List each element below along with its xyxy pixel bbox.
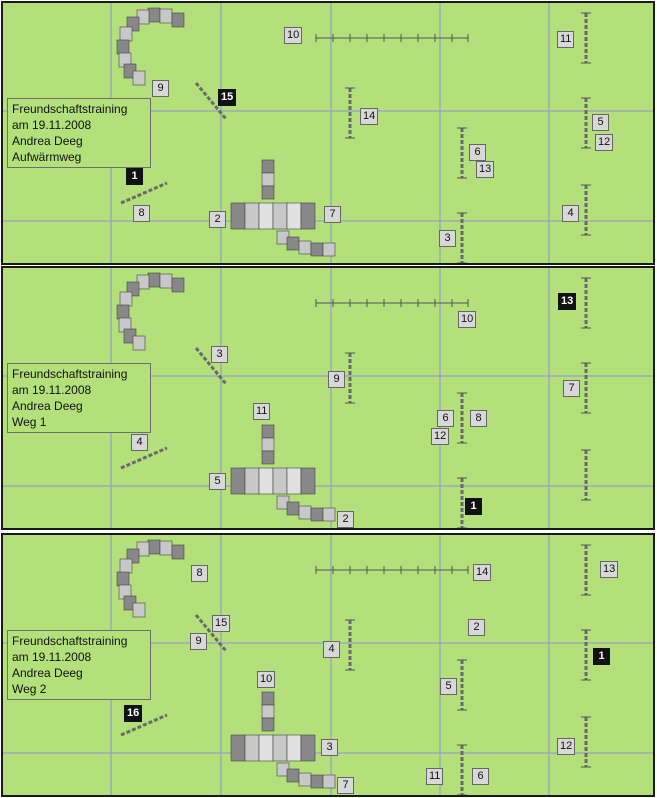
course-info-box: Freundschaftstraining am 19.11.2008 Andr… [7, 363, 151, 433]
info-author: Andrea Deeg [12, 666, 83, 680]
jump-obstacles [120, 545, 588, 795]
dogwalk-obstacle [230, 159, 336, 257]
info-course-name: Weg 1 [12, 415, 47, 429]
info-author: Andrea Deeg [12, 134, 83, 148]
course-panel-2: Freundschaftstraining am 19.11.2008 Andr… [1, 266, 655, 530]
obstacle-number-highlighted: 13 [558, 293, 577, 310]
weave-poles-obstacle [315, 566, 469, 574]
obstacle-number: 3 [321, 739, 338, 756]
tunnel-obstacle [116, 272, 185, 351]
obstacle-number: 5 [592, 114, 609, 131]
obstacle-number: 12 [557, 738, 576, 755]
obstacle-number: 15 [212, 615, 231, 632]
obstacle-number: 3 [211, 346, 228, 363]
obstacle-number: 10 [257, 671, 276, 688]
obstacle-number-highlighted: 1 [126, 168, 143, 185]
tunnel-obstacle [116, 7, 185, 86]
obstacle-number: 12 [431, 428, 450, 445]
info-title: Freundschaftstraining [12, 102, 128, 116]
obstacle-number: 9 [152, 80, 169, 97]
obstacle-number-highlighted: 1 [465, 498, 482, 515]
obstacle-number: 4 [323, 641, 340, 658]
obstacle-number-highlighted: 1 [593, 648, 610, 665]
info-title: Freundschaftstraining [12, 634, 128, 648]
jump-obstacles [120, 278, 588, 528]
obstacle-number: 8 [470, 410, 487, 427]
jump-obstacles [120, 13, 588, 263]
obstacle-number: 7 [563, 380, 580, 397]
obstacle-number: 8 [191, 565, 208, 582]
obstacle-number: 11 [253, 403, 271, 420]
obstacle-number: 11 [557, 31, 575, 48]
obstacle-number: 8 [133, 205, 150, 222]
weave-poles-obstacle [315, 299, 469, 307]
course-panel-3: Freundschaftstraining am 19.11.2008 Andr… [1, 533, 655, 797]
info-date: am 19.11.2008 [12, 118, 92, 132]
dogwalk-obstacle [230, 691, 336, 789]
obstacle-number: 7 [324, 206, 341, 223]
obstacle-number-highlighted: 16 [124, 705, 143, 722]
obstacle-number-highlighted: 15 [218, 89, 237, 106]
obstacle-number: 4 [562, 205, 579, 222]
info-course-name: Weg 2 [12, 682, 47, 696]
obstacle-number: 14 [473, 564, 492, 581]
obstacle-number: 9 [190, 633, 207, 650]
obstacle-number: 5 [440, 678, 457, 695]
info-date: am 19.11.2008 [12, 383, 92, 397]
course-panel-1: Freundschaftstraining am 19.11.2008 Andr… [1, 1, 655, 265]
tunnel-obstacle [116, 539, 185, 618]
obstacle-number: 11 [426, 768, 444, 785]
obstacle-number: 14 [360, 108, 379, 125]
course-info-box: Freundschaftstraining am 19.11.2008 Andr… [7, 630, 151, 700]
info-title: Freundschaftstraining [12, 367, 128, 381]
obstacle-number: 6 [437, 410, 454, 427]
obstacle-number: 2 [209, 211, 226, 228]
obstacle-number: 6 [472, 768, 489, 785]
weave-poles-obstacle [315, 34, 469, 42]
obstacle-number: 6 [469, 144, 486, 161]
obstacle-number: 7 [337, 777, 354, 794]
obstacle-number: 2 [468, 619, 485, 636]
info-date: am 19.11.2008 [12, 650, 92, 664]
dogwalk-obstacle [230, 424, 336, 522]
obstacle-number: 10 [284, 27, 303, 44]
course-info-box: Freundschaftstraining am 19.11.2008 Andr… [7, 98, 151, 168]
obstacle-number: 10 [458, 311, 477, 328]
info-course-name: Aufwärmweg [12, 150, 82, 164]
obstacle-number: 4 [131, 434, 148, 451]
obstacle-number: 12 [595, 134, 614, 151]
info-author: Andrea Deeg [12, 399, 83, 413]
obstacle-number: 3 [439, 230, 456, 247]
obstacle-number: 13 [476, 161, 495, 178]
obstacle-number: 5 [209, 473, 226, 490]
obstacle-number: 13 [600, 561, 619, 578]
obstacle-number: 9 [328, 371, 345, 388]
obstacle-number: 2 [337, 511, 354, 528]
